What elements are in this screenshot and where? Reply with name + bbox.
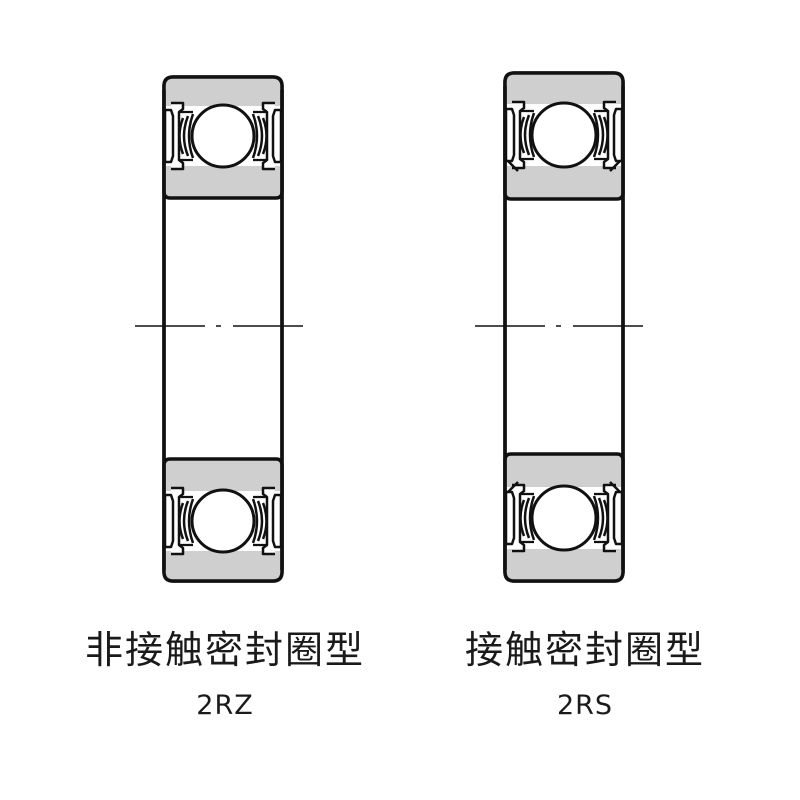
ball-icon (190, 488, 256, 554)
ball-icon (190, 103, 256, 169)
seal-type-label: 非接触密封圈型 (84, 628, 365, 672)
seal-cage-top (163, 101, 283, 171)
bearing-2rz (135, 75, 303, 583)
seal-cage-bottom (163, 486, 283, 556)
ball-icon (530, 484, 598, 552)
seal-type-label: 接触密封圈型 (464, 628, 705, 672)
bearing-code-label: 2RS (556, 690, 614, 721)
seal-cage-top (504, 100, 624, 172)
bearing-code-label: 2RZ (196, 690, 254, 721)
seal-cage-bottom (504, 481, 624, 553)
caption-2rs: 接触密封圈型 2RS (400, 628, 770, 722)
caption-2rz: 非接触密封圈型 2RZ (40, 628, 410, 722)
ball-icon (530, 101, 598, 169)
bearing-2rs (475, 71, 643, 583)
